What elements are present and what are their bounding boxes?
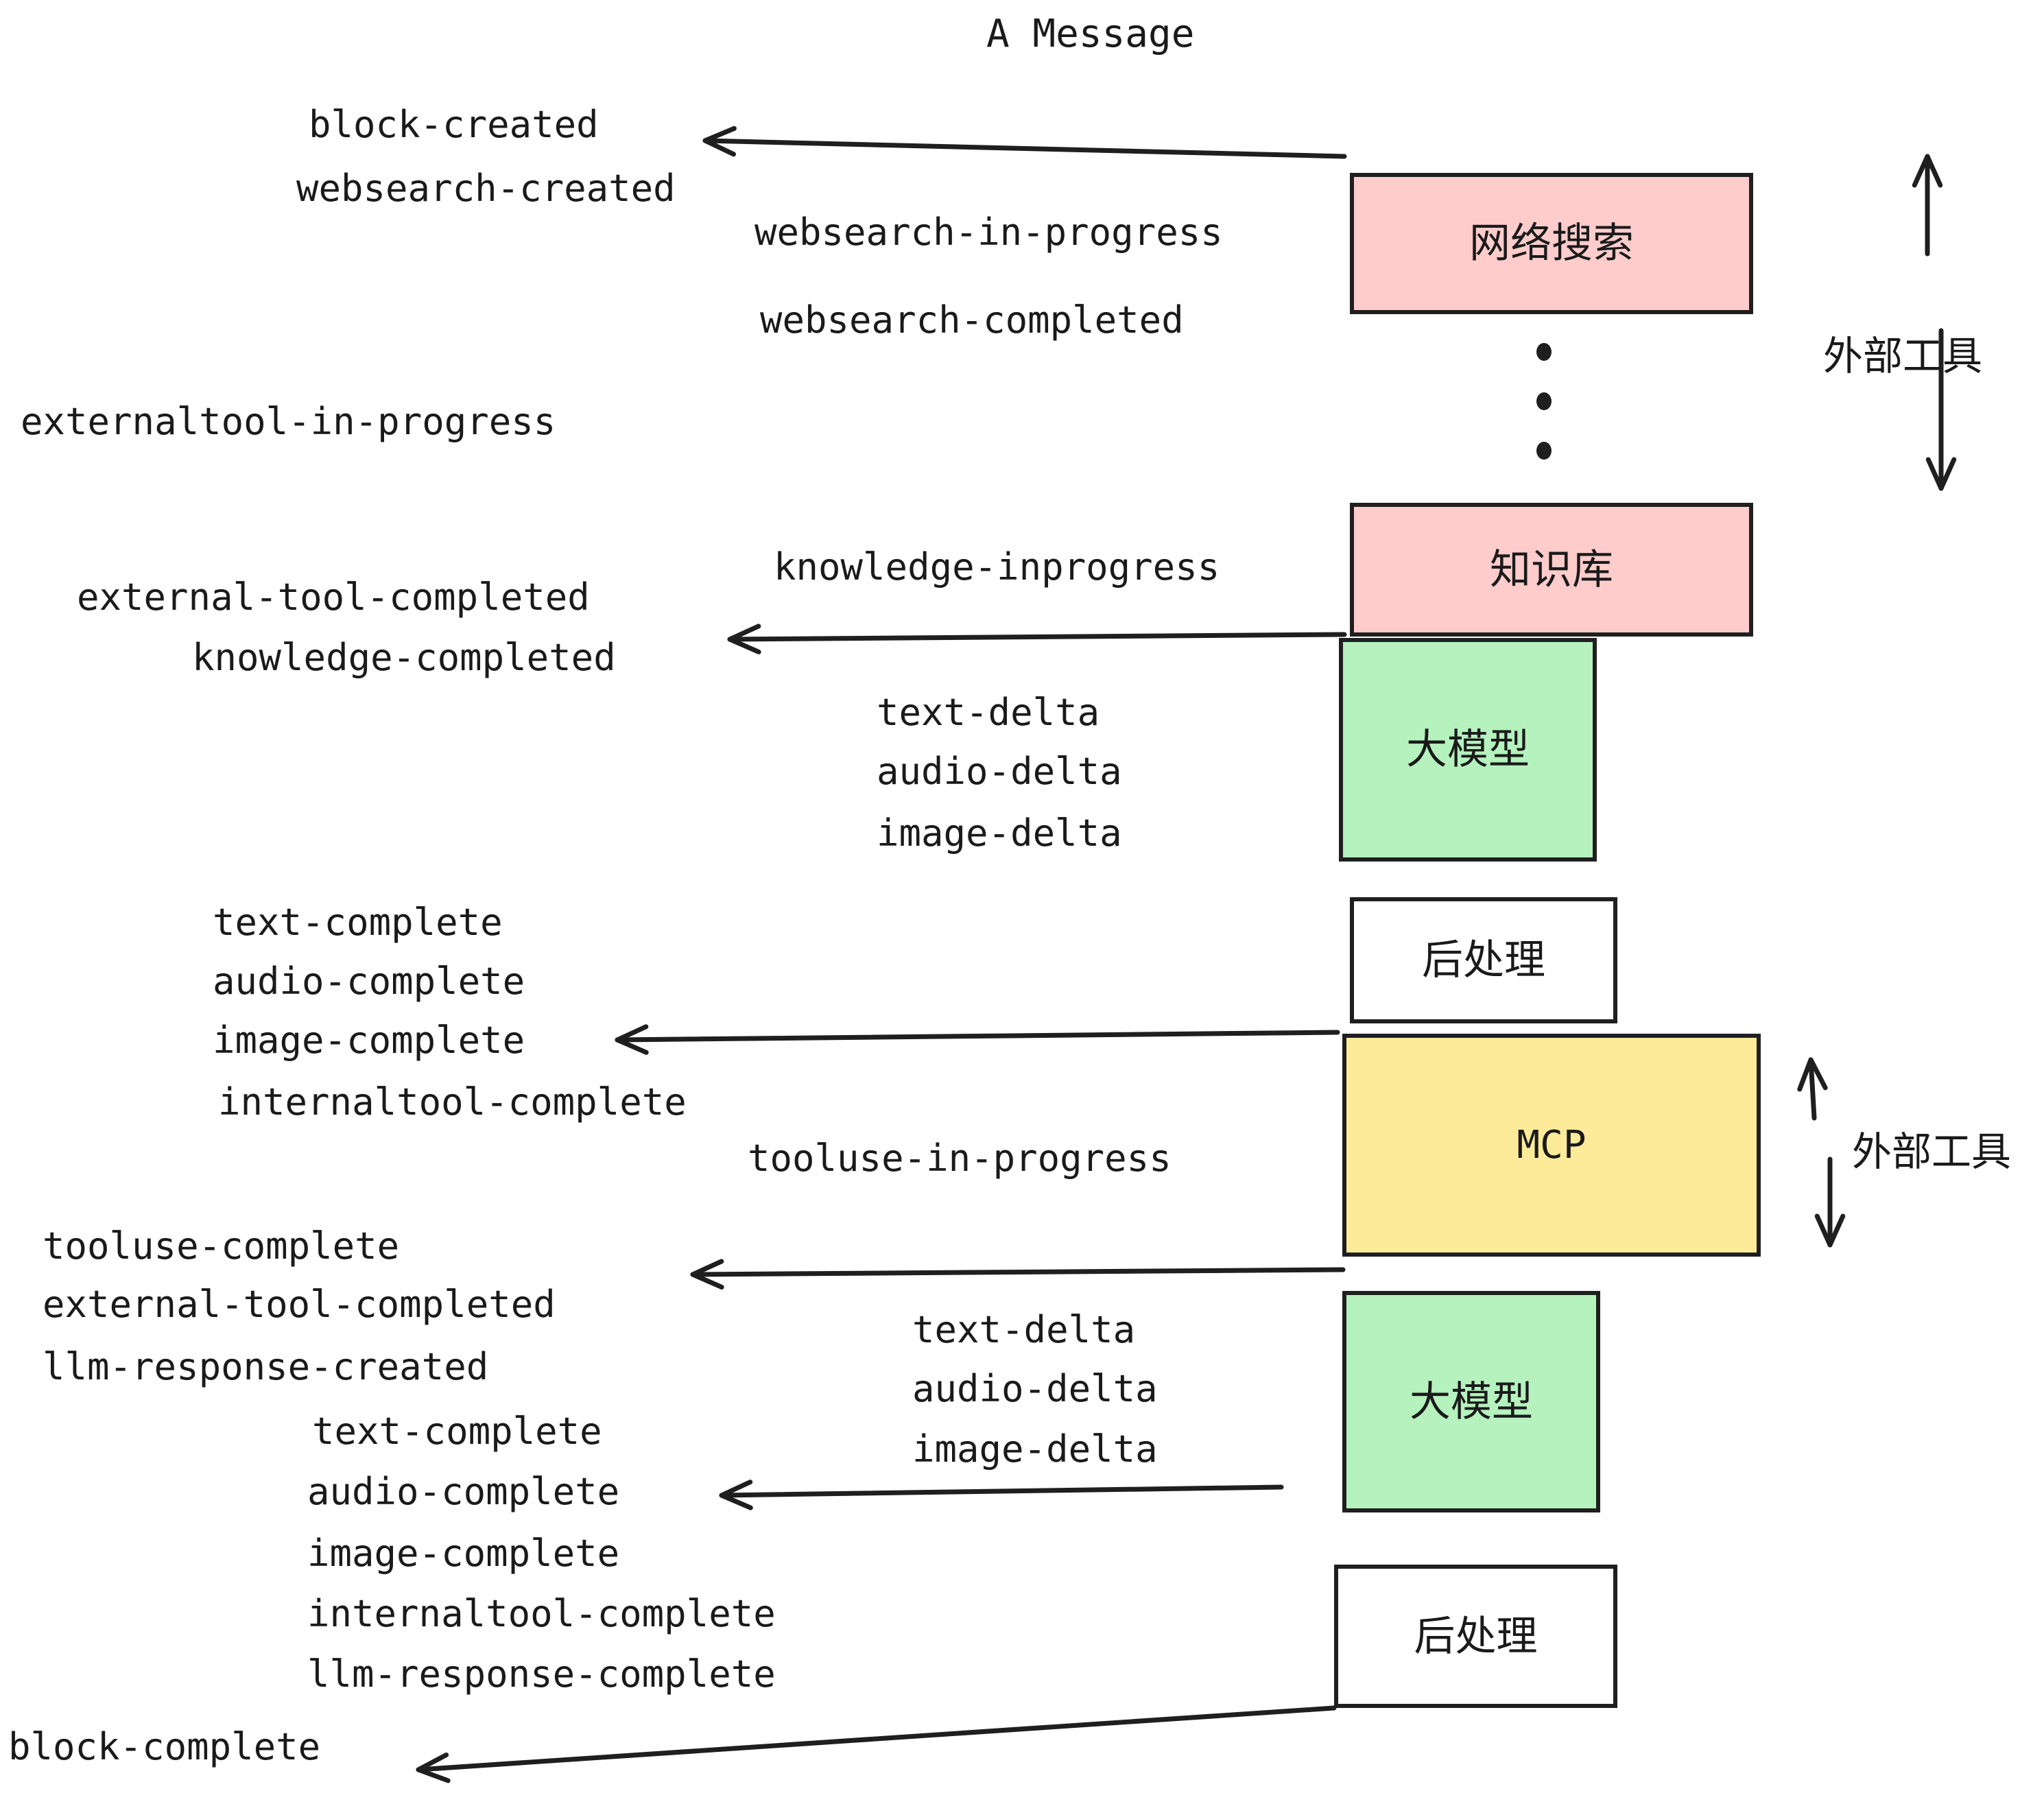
page-title: A Message bbox=[986, 12, 1195, 56]
event-label-tooluse-in-progress: tooluse-in-progress bbox=[748, 1137, 1172, 1180]
box-mcp: MCP bbox=[1342, 1034, 1761, 1257]
box-knowledge: 知识库 bbox=[1350, 503, 1753, 637]
side-label-external-tools-bottom: 外部工具 bbox=[1852, 1128, 2012, 1175]
box-label-llm-bottom: 大模型 bbox=[1410, 1377, 1533, 1426]
box-label-postprocess-bot: 后处理 bbox=[1414, 1612, 1538, 1661]
dot-icon bbox=[1536, 392, 1552, 410]
box-postprocess-top: 后处理 bbox=[1350, 897, 1617, 1023]
arrow-ext-bot-down bbox=[1814, 1156, 1846, 1248]
event-label-externaltool-in-progress: externaltool-in-progress bbox=[21, 400, 556, 443]
event-label-websearch-completed: websearch-completed bbox=[760, 298, 1184, 342]
event-label-knowledge-completed: knowledge-completed bbox=[192, 636, 616, 679]
event-label-internaltool-complete-2: internaltool-complete bbox=[307, 1592, 776, 1635]
dot-icon bbox=[1536, 442, 1552, 460]
box-label-knowledge: 知识库 bbox=[1490, 545, 1613, 594]
arrow-tooluse-complete bbox=[690, 1259, 1346, 1290]
box-label-websearch: 网络搜索 bbox=[1469, 219, 1634, 268]
event-label-external-tool-completed-1: external-tool-completed bbox=[77, 575, 590, 619]
box-llm-bottom: 大模型 bbox=[1342, 1291, 1600, 1512]
box-label-mcp: MCP bbox=[1517, 1122, 1587, 1167]
box-websearch: 网络搜索 bbox=[1350, 173, 1753, 314]
event-label-text-delta-1: text-delta bbox=[877, 691, 1100, 734]
event-label-text-complete-1: text-complete bbox=[213, 901, 503, 944]
event-label-image-delta-2: image-delta bbox=[912, 1427, 1158, 1471]
event-label-tooluse-complete: tooluse-complete bbox=[43, 1224, 400, 1268]
box-postprocess-bot: 后处理 bbox=[1334, 1565, 1617, 1708]
arrow-knowledge-done bbox=[727, 624, 1347, 654]
arrow-block-complete bbox=[416, 1705, 1337, 1783]
vertical-ellipsis-icon bbox=[1536, 343, 1552, 460]
box-llm-top: 大模型 bbox=[1339, 638, 1597, 862]
event-label-external-tool-completed-2: external-tool-completed bbox=[43, 1283, 556, 1326]
event-label-audio-complete-2: audio-complete bbox=[307, 1470, 620, 1513]
dot-icon bbox=[1536, 343, 1552, 361]
event-label-image-complete-2: image-complete bbox=[307, 1532, 620, 1575]
event-label-llm-response-created: llm-response-created bbox=[43, 1345, 489, 1388]
event-label-image-complete-1: image-complete bbox=[213, 1019, 525, 1062]
event-label-block-complete: block-complete bbox=[8, 1725, 321, 1768]
event-label-audio-delta-1: audio-delta bbox=[877, 750, 1122, 793]
event-label-text-complete-2: text-complete bbox=[312, 1410, 602, 1453]
event-label-internaltool-complete-1: internaltool-complete bbox=[218, 1080, 687, 1124]
arrow-image-complete bbox=[615, 1024, 1340, 1055]
arrow-ext-top-up bbox=[1912, 154, 1943, 257]
box-label-postprocess-top: 后处理 bbox=[1422, 936, 1545, 984]
event-label-websearch-in-progress: websearch-in-progress bbox=[754, 211, 1223, 254]
event-label-websearch-created: websearch-created bbox=[296, 167, 676, 210]
side-label-external-tools-top: 外部工具 bbox=[1823, 333, 1983, 379]
arrow-block-created bbox=[702, 126, 1347, 159]
box-label-llm-top: 大模型 bbox=[1406, 726, 1530, 774]
event-label-knowledge-inprogress: knowledge-inprogress bbox=[774, 545, 1220, 589]
arrow-audio-complete bbox=[719, 1480, 1284, 1510]
event-label-llm-response-complete: llm-response-complete bbox=[307, 1652, 776, 1696]
arrow-ext-bot-up bbox=[1797, 1057, 1828, 1121]
event-label-text-delta-2: text-delta bbox=[912, 1308, 1136, 1351]
event-label-image-delta-1: image-delta bbox=[877, 811, 1122, 855]
event-label-audio-complete-1: audio-complete bbox=[213, 960, 525, 1003]
event-label-audio-delta-2: audio-delta bbox=[912, 1367, 1158, 1410]
event-label-block-created: block-created bbox=[309, 103, 599, 146]
